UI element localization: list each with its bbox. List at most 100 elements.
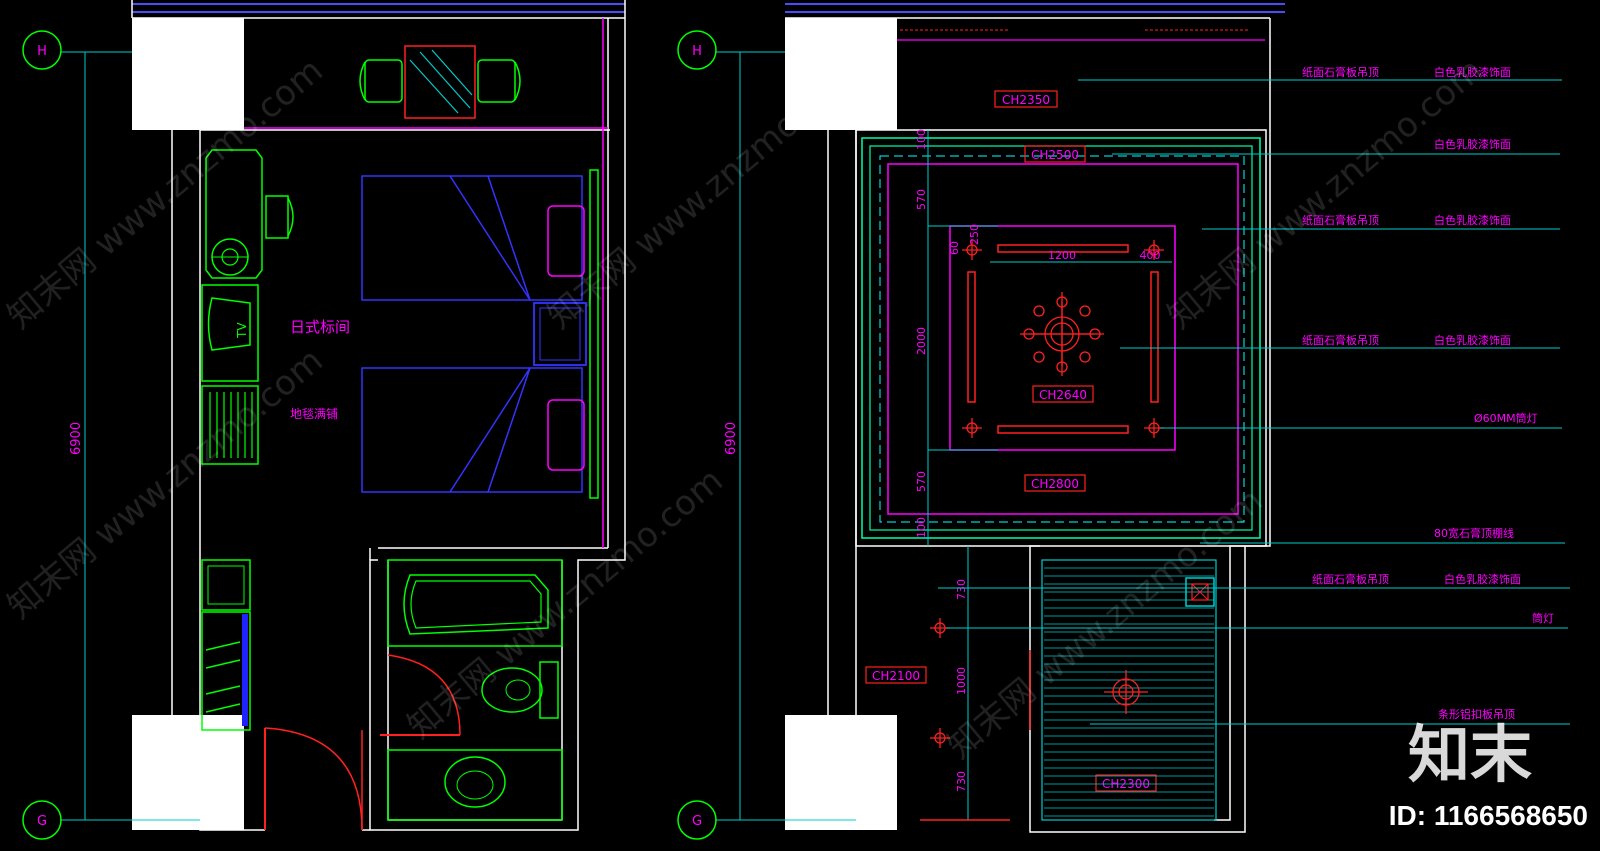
minibar-inner (207, 565, 245, 605)
light-strip-top (997, 244, 1129, 253)
bath-exhaust-fan-icon (1104, 670, 1148, 714)
balcony-table (404, 45, 476, 119)
dim-1200: 1200 (1048, 249, 1076, 262)
plan-dimension-label: 6900 (69, 422, 84, 455)
ceiling-column-top (785, 18, 897, 130)
plan-wall-outer-right (369, 0, 626, 831)
balcony-table-hatch (431, 49, 473, 96)
balcony-chair-left (364, 59, 403, 103)
wardrobe (201, 611, 251, 731)
plan-column-bottom (132, 715, 244, 830)
ceiling-light-trough (879, 155, 1245, 523)
note-white-paint-1: 白色乳胶漆饰面 (1434, 65, 1511, 79)
wardrobe-hangers (205, 641, 241, 713)
downlight-icons (962, 240, 1164, 438)
floor-plan: TV 日式标间 地毯满铺 (22, 0, 626, 840)
watermark-text: 知末网 www.znzmo.com (400, 460, 731, 746)
bathtub-inner (410, 580, 542, 629)
balcony-chair-right (477, 59, 516, 103)
entry-door-swing (264, 727, 363, 831)
bed-upper (361, 175, 583, 301)
toilet-bowl-inner (505, 679, 531, 701)
bathtub (403, 574, 549, 635)
nightstand-inner (539, 307, 581, 361)
ceiling-plan: CH2350 CH2500 CH2640 CH2800 CH2100 CH230… (677, 3, 1570, 840)
downlight-icon (930, 728, 950, 748)
downlight-icon (1144, 240, 1164, 260)
note-white-paint-2: 白色乳胶漆饰面 (1434, 137, 1511, 151)
note-gypsum-ceiling-1: 纸面石膏板吊顶 (1302, 65, 1379, 79)
note-downlight: 筒灯 (1532, 611, 1554, 625)
ceiling-cornice-outer (861, 137, 1261, 539)
note-gypsum-cornice: 80宽石膏顶棚线 (1434, 526, 1514, 540)
balcony-table-hatch (409, 59, 459, 114)
bath-vent-inner (1191, 583, 1209, 601)
height-tag-ch2800: CH2800 (1031, 477, 1079, 491)
ceiling-grid-label-h: H (692, 44, 702, 59)
chandelier-icon (1020, 292, 1104, 376)
light-strip-right (1150, 271, 1159, 403)
height-tag-box (1095, 774, 1157, 792)
dim-100-bottom: 100 (915, 517, 928, 538)
plan-grid-label-g: G (37, 814, 47, 829)
height-tag-ch2350: CH2350 (1002, 93, 1050, 107)
dim-60: 60 (948, 241, 961, 255)
light-strip-bottom (997, 425, 1129, 434)
height-tag-box (1024, 474, 1086, 492)
height-tags: CH2350 CH2500 CH2640 CH2800 CH2100 CH230… (865, 90, 1157, 792)
watermark-text: 知末网 www.znzmo.com (0, 340, 331, 626)
height-tag-ch2500: CH2500 (1031, 148, 1079, 162)
wardrobe-door (242, 614, 248, 726)
balcony-chair-right-back (514, 61, 521, 101)
vanity-counter (387, 749, 563, 821)
note-gypsum-ceiling-4: 纸面石膏板吊顶 (1302, 333, 1379, 347)
height-tag-ch2640: CH2640 (1039, 388, 1087, 402)
ceiling-drop-2500 (887, 163, 1239, 515)
height-tag-box (1024, 145, 1086, 163)
annotation-notes: 纸面石膏板吊顶 白色乳胶漆饰面 白色乳胶漆饰面 纸面石膏板吊顶 白色乳胶漆饰面 … (1302, 65, 1554, 721)
tv-icon (207, 297, 251, 351)
height-tag-box (994, 90, 1058, 108)
tv-label: TV (235, 322, 249, 339)
washbasin-inner (456, 770, 494, 800)
ceiling-grid-bubble-h (677, 30, 717, 70)
light-strip-left (967, 271, 976, 403)
dim-570-top: 570 (915, 189, 928, 210)
ceiling-column-bottom (785, 715, 897, 830)
toilet-tank (539, 661, 559, 719)
watermark-layer: 知末网 www.znzmo.com 知末网 www.znzmo.com 知末网 … (0, 50, 1491, 766)
plan-grid-bubble-g (22, 800, 62, 840)
ceiling-grid-bubble-g (677, 800, 717, 840)
bed-lower-fold (449, 367, 531, 493)
bathtub-enclosure (387, 559, 563, 647)
bath-vent-cross (1191, 583, 1209, 601)
bath-ceiling-frame (1041, 559, 1217, 821)
note-downlight-60mm: Ø60MM筒灯 (1474, 411, 1538, 425)
dim-100-top: 100 (915, 129, 928, 150)
toilet-bowl (481, 667, 543, 713)
dim-730-bottom: 730 (955, 771, 968, 792)
dim-2000: 2000 (915, 327, 928, 355)
desk-chair-back (287, 197, 294, 237)
annotation-leaders (938, 79, 1570, 725)
bath-door-swing (387, 654, 461, 736)
note-white-paint-7: 白色乳胶漆饰面 (1444, 572, 1521, 586)
desk-chair (265, 195, 289, 239)
note-aluminium-strip-ceiling: 条形铝扣板吊顶 (1438, 707, 1515, 721)
height-tag-ch2100: CH2100 (872, 669, 920, 683)
ceiling-grid-label-g: G (692, 814, 702, 829)
balcony-table-hatch (419, 51, 471, 109)
dim-400: 400 (1140, 249, 1161, 262)
tv-cabinet (201, 284, 259, 382)
internal-dimensions: 100 570 60 250 1200 400 2000 570 100 730… (915, 129, 1172, 820)
nightstand (533, 302, 587, 366)
downlight-icon (962, 418, 982, 438)
watermark-id: ID: 1166568650 (1389, 800, 1588, 831)
balcony-chair-left-back (359, 61, 366, 101)
height-tag-box (865, 666, 927, 684)
luggage-rack (201, 385, 259, 465)
bed-lower (361, 367, 583, 493)
watermark-text: 知末网 www.znzmo.com (1160, 50, 1491, 336)
height-tag-box (1032, 385, 1094, 403)
